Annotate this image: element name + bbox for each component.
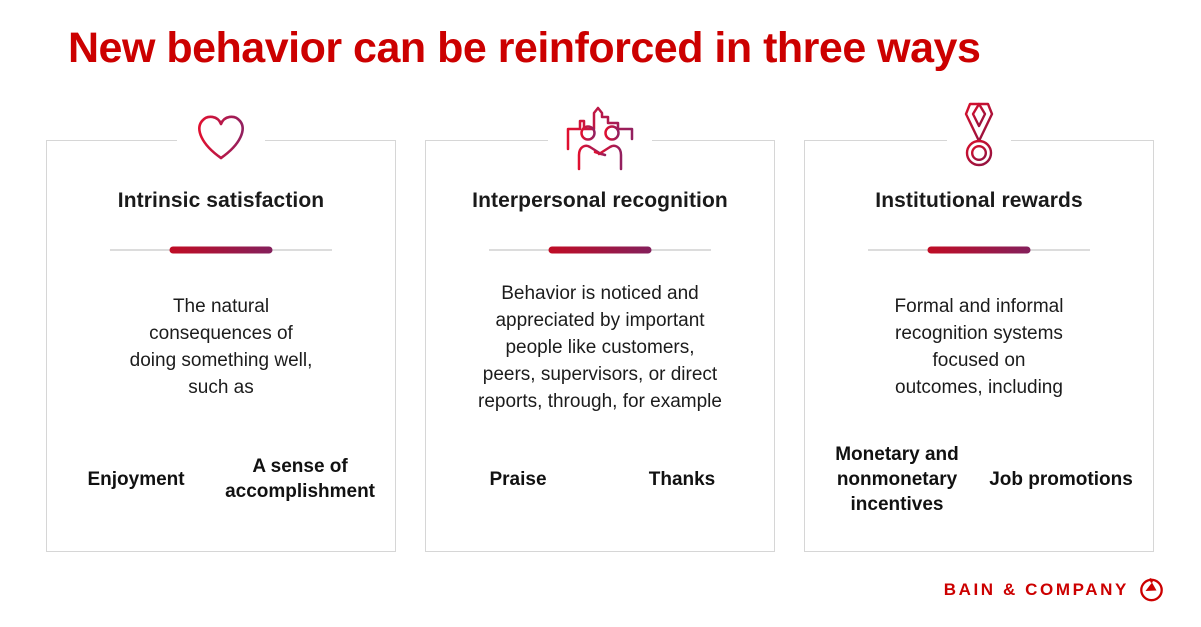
divider-line: [489, 246, 711, 254]
divider-line: [110, 246, 332, 254]
divider-line: [868, 246, 1090, 254]
card-body-text: The natural consequences of doing someth…: [129, 296, 313, 398]
card-item: Monetary and nonmonetary incentives: [835, 443, 959, 515]
medal-icon: [947, 101, 1011, 183]
bain-compass-icon: [1138, 576, 1165, 603]
card-items: Monetary and nonmonetary incentives Job …: [805, 423, 1153, 535]
card-interpersonal-recognition: Interpersonal recognition Behavior is no…: [425, 101, 775, 552]
card-institutional-rewards: Institutional rewards Formal and informa…: [804, 101, 1154, 552]
card-item: Praise: [489, 468, 547, 490]
page-title: New behavior can be reinforced in three …: [68, 24, 981, 72]
card-item: Job promotions: [989, 468, 1133, 490]
card-item: Thanks: [648, 468, 716, 490]
card-item: Enjoyment: [87, 468, 185, 490]
bain-logo: BAIN & COMPANY: [944, 576, 1165, 603]
divider-gradient-bar: [169, 246, 273, 254]
card-intrinsic-satisfaction: Intrinsic satisfaction The natural conse…: [46, 104, 396, 552]
card-heading: Institutional rewards: [875, 189, 1083, 212]
card-heading: Interpersonal recognition: [472, 189, 728, 212]
cards-row: Intrinsic satisfaction The natural conse…: [46, 101, 1154, 552]
card-body-text: Formal and informal recognition systems …: [894, 296, 1064, 398]
card-body-text: Behavior is noticed and appreciated by i…: [478, 282, 722, 412]
bain-wordmark: BAIN & COMPANY: [943, 579, 1129, 599]
divider-gradient-bar: [927, 246, 1031, 254]
divider-gradient-bar: [548, 246, 652, 254]
card-items: Praise Thanks: [426, 423, 774, 535]
heart-icon: [177, 104, 265, 166]
card-item: A sense of accomplishment: [225, 456, 376, 502]
handshake-people-icon: [548, 101, 652, 175]
card-heading: Intrinsic satisfaction: [117, 189, 325, 212]
card-items: Enjoyment A sense of accomplishment: [47, 423, 395, 535]
